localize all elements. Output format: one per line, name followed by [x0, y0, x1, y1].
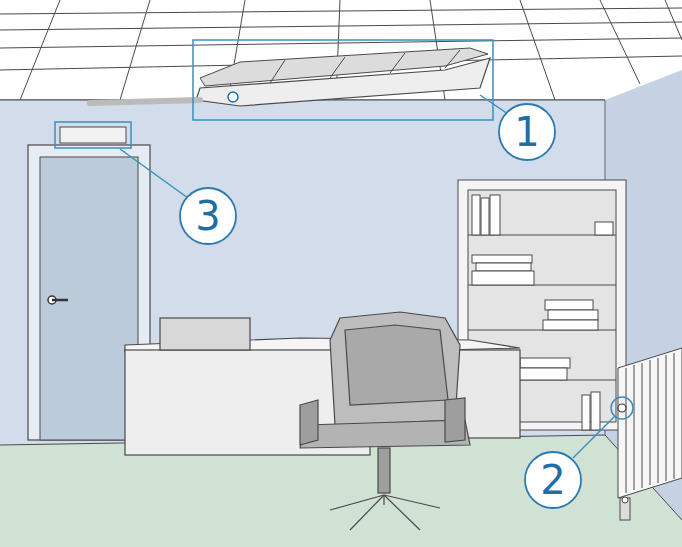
callout-number: 1: [502, 107, 552, 157]
desk: [125, 318, 520, 455]
callout-number: 2: [528, 455, 578, 505]
office-chair: [300, 312, 470, 530]
ceiling-light: [90, 48, 490, 106]
callout-circles: [180, 104, 581, 508]
radiator: [618, 348, 682, 520]
air-vent: [55, 122, 131, 148]
temperature-sensor: [618, 404, 626, 412]
leader-lines: [120, 95, 615, 458]
highlight-box: [193, 40, 493, 120]
callout-number: 3: [183, 191, 233, 241]
